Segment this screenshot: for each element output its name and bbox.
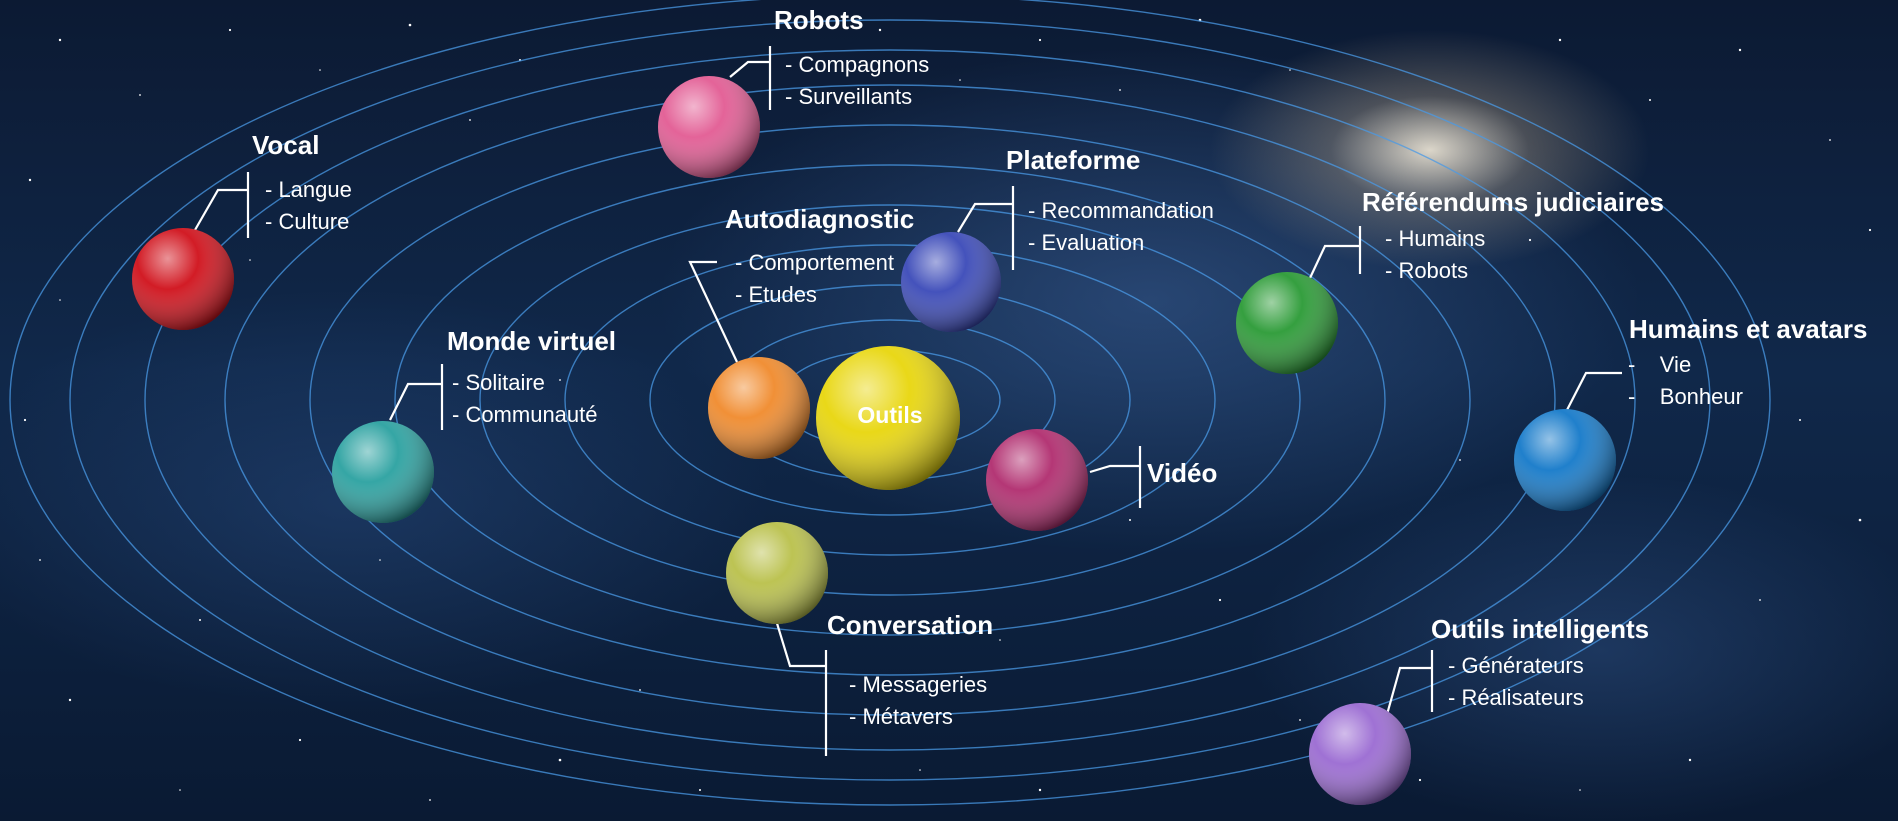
item-plateforme-1: - Recommandation bbox=[1028, 198, 1214, 223]
orbit-ring bbox=[309, 124, 1471, 676]
item-humains-avatars-1: - Vie bbox=[1628, 352, 1691, 377]
connector-referendums bbox=[1309, 244, 1360, 279]
connector-lines bbox=[194, 46, 1622, 756]
orbit-ring bbox=[649, 284, 1131, 516]
orbit-ring bbox=[9, 0, 1771, 806]
orbit-ring bbox=[564, 244, 1216, 556]
title-robots: Robots bbox=[774, 5, 864, 35]
connector-video bbox=[1089, 464, 1140, 474]
title-plateforme: Plateforme bbox=[1006, 145, 1140, 175]
connector-outils-intelligents bbox=[1384, 666, 1432, 719]
center-label: Outils bbox=[857, 402, 922, 428]
item-outils-intelligents-2: - Réalisateurs bbox=[1448, 685, 1584, 710]
connector-monde-virtuel bbox=[389, 382, 442, 421]
orbit-ring bbox=[69, 19, 1711, 781]
planet-autodiagnostic bbox=[708, 357, 810, 459]
title-referendums: Référendums judiciaires bbox=[1362, 187, 1664, 217]
item-outils-intelligents-1: - Générateurs bbox=[1448, 653, 1584, 678]
item-humains-avatars-2: - Bonheur bbox=[1628, 384, 1743, 409]
connector-conversation bbox=[774, 619, 826, 668]
title-video: Vidéo bbox=[1147, 458, 1217, 488]
orbit-ring bbox=[479, 204, 1301, 596]
planet-outils-intelligents bbox=[1309, 703, 1411, 805]
item-robots-1: - Compagnons bbox=[785, 52, 929, 77]
item-monde-virtuel-1: - Solitaire bbox=[452, 370, 545, 395]
connector-autodiagnostic bbox=[688, 260, 738, 363]
connector-vocal bbox=[194, 188, 248, 231]
planet-plateforme bbox=[901, 232, 1001, 332]
planet-humains-avatars bbox=[1514, 409, 1616, 511]
item-robots-2: - Surveillants bbox=[785, 84, 912, 109]
item-monde-virtuel-2: - Communauté bbox=[452, 402, 598, 427]
item-referendums-2: - Robots bbox=[1385, 258, 1468, 283]
title-vocal: Vocal bbox=[252, 130, 319, 160]
planet-vocal bbox=[132, 228, 234, 330]
labels: Outils Robots - Compagnons - Surveillant… bbox=[252, 5, 1867, 729]
planet-monde-virtuel bbox=[332, 421, 434, 523]
planets bbox=[132, 76, 1616, 805]
planet-robots bbox=[658, 76, 760, 178]
title-autodiagnostic: Autodiagnostic bbox=[725, 204, 914, 234]
orbit-rings bbox=[9, 0, 1771, 806]
orbit-ring bbox=[394, 164, 1386, 636]
connector-humains-avatars bbox=[1566, 371, 1622, 411]
title-humains-avatars: Humains et avatars bbox=[1629, 314, 1867, 344]
planet-center-outils bbox=[816, 346, 960, 490]
item-referendums-1: - Humains bbox=[1385, 226, 1485, 251]
title-conversation: Conversation bbox=[827, 610, 993, 640]
orbit-ring bbox=[224, 84, 1556, 716]
orbit-ring bbox=[144, 49, 1636, 751]
item-autodiagnostic-1: - Comportement bbox=[735, 250, 894, 275]
title-monde-virtuel: Monde virtuel bbox=[447, 326, 616, 356]
item-conversation-2: - Métavers bbox=[849, 704, 953, 729]
item-conversation-1: - Messageries bbox=[849, 672, 987, 697]
item-vocal-1: - Langue bbox=[265, 177, 352, 202]
item-autodiagnostic-2: - Etudes bbox=[735, 282, 817, 307]
title-outils-intelligents: Outils intelligents bbox=[1431, 614, 1649, 644]
planet-conversation bbox=[726, 522, 828, 624]
connector-plateforme bbox=[957, 202, 1013, 233]
item-plateforme-2: - Evaluation bbox=[1028, 230, 1144, 255]
planet-video bbox=[986, 429, 1088, 531]
planet-referendums bbox=[1236, 272, 1338, 374]
item-vocal-2: - Culture bbox=[265, 209, 349, 234]
connector-robots bbox=[729, 60, 770, 78]
